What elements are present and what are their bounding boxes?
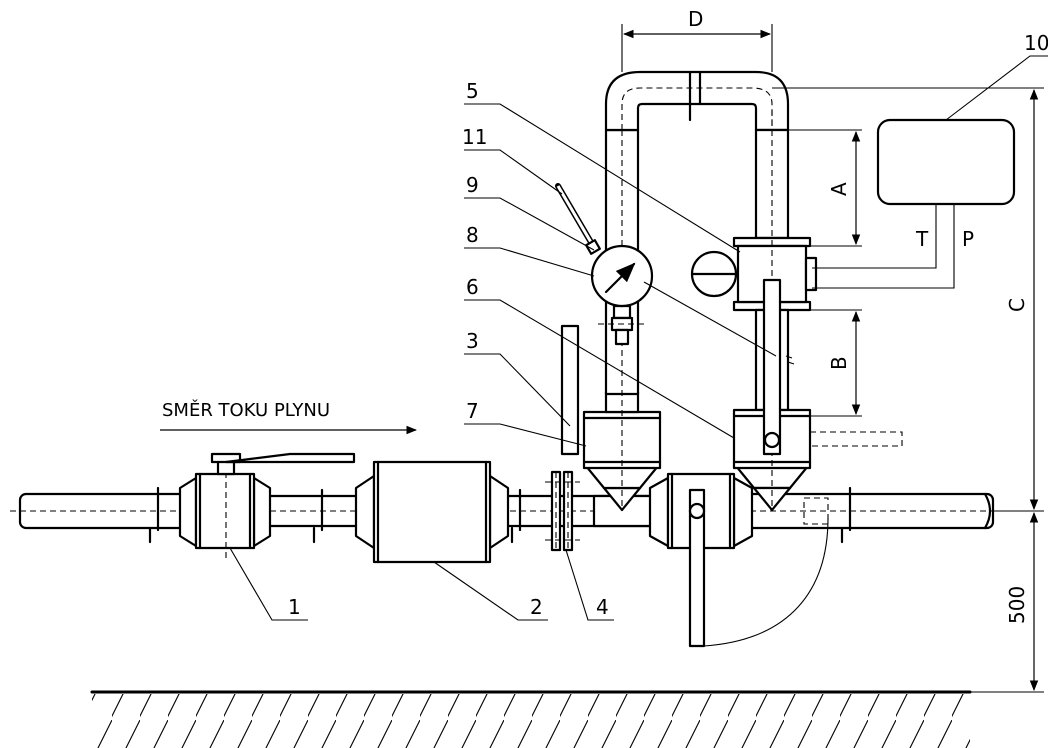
callout-5: 5 [466,79,479,103]
callouts: 1 2 3 4 5 6 7 8 9 10 11 [288,31,1048,619]
callout-8: 8 [466,223,479,247]
ball-valve [178,452,356,560]
right-branch [690,110,903,512]
callout-10: 10 [1024,31,1048,55]
flow-direction: SMĚR TOKU PLYNU [160,399,418,435]
dimension-d: D [688,7,703,31]
dimension-c: C [1005,298,1029,312]
dimension-labels: D A B C 500 T P [688,7,1029,624]
callout-3: 3 [466,329,479,353]
main-pipeline [10,486,1030,544]
u-bend [604,70,790,132]
dimension-a: A [827,182,851,196]
dimension-b: B [827,356,851,370]
ground [90,690,972,748]
callout-11: 11 [462,125,487,149]
flow-direction-label: SMĚR TOKU PLYNU [162,399,330,421]
callout-1: 1 [288,595,301,619]
callout-7: 7 [466,399,479,423]
flange [545,470,580,552]
bypass-fitting [592,472,829,648]
volume-corrector [812,118,1016,289]
callout-6: 6 [466,275,479,299]
dimension-lines [621,24,1044,693]
left-branch [560,110,662,512]
callout-4: 4 [596,595,609,619]
signal-pressure: P [962,227,974,251]
dimension-500: 500 [1005,586,1029,624]
callout-2: 2 [530,595,543,619]
pressure-gauge [555,183,654,308]
gas-meter [354,460,510,564]
leader-lines [229,55,1048,621]
callout-9: 9 [466,173,479,197]
signal-temperature: T [915,227,929,251]
